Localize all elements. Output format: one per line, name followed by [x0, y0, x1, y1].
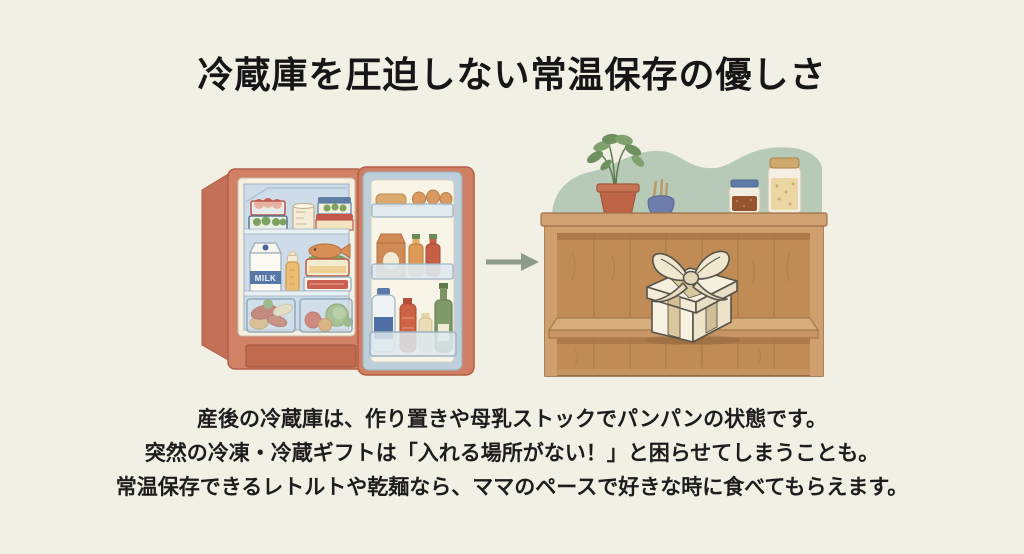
freezer-drawer: [245, 344, 357, 368]
caption-line-1: 産後の冷蔵庫は、作り置きや母乳ストックでパンパンの状態です。: [197, 408, 827, 431]
baby-bottle: [285, 250, 300, 294]
fridge-crisper-bins: [246, 298, 353, 333]
fridge-door: [357, 166, 475, 376]
measuring-cup: [292, 205, 315, 233]
page-title: 冷蔵庫を圧迫しない常温保存の優しさ: [197, 55, 827, 95]
ribbon-bow: [652, 250, 730, 303]
caption-block: 産後の冷蔵庫は、作り置きや母乳ストックでパンパンの状態です。 突然の冷凍・冷蔵ギ…: [0, 403, 1024, 505]
open-fridge-illustration: MILK: [201, 166, 475, 376]
fridge-shelf-bar: [243, 290, 350, 297]
large-jar: [767, 157, 802, 215]
meat-container: [303, 276, 352, 292]
caption-line-3: 常温保存できるレトルトや乾麺なら、ママのペースで好きな時に食べてもらえます。: [115, 476, 909, 499]
caption-line-2: 突然の冷凍・冷蔵ギフトは「入れる場所がない！」と困らせてしまうことも。: [144, 442, 880, 465]
gift-box-illustration: [644, 250, 740, 345]
cabinet-top-board: [540, 212, 828, 227]
pantry-shelf-illustration: [540, 133, 828, 377]
door-bin-top: [371, 189, 454, 218]
fridge-side-panel: [201, 172, 231, 362]
right-arrow-icon: [486, 253, 539, 271]
door-bin-bottom: [369, 283, 457, 357]
milk-carton: MILK: [249, 242, 282, 296]
fish-on-container: [305, 243, 351, 277]
fridge-shelf-bar: [243, 228, 350, 235]
milk-label: MILK: [255, 274, 277, 283]
door-bin-middle: [371, 233, 454, 280]
fridge-top-shelf-food: [248, 197, 354, 233]
fridge-middle-shelf-food: MILK: [249, 242, 352, 296]
small-jar: [728, 179, 761, 215]
potted-plant: [587, 133, 645, 217]
interior-depth-line: [245, 187, 347, 203]
